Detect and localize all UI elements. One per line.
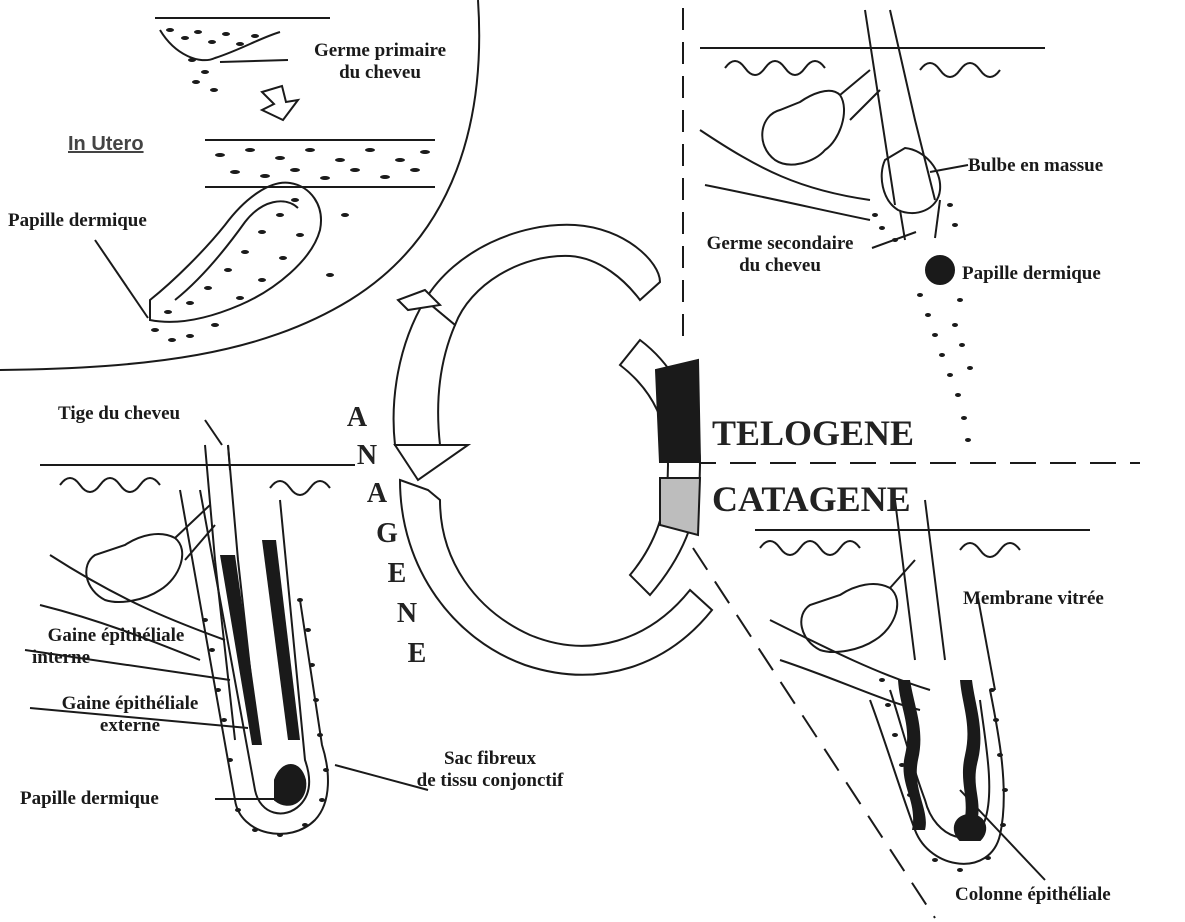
label-gaine-interne-line2: interne [0,647,232,669]
label-sac-fibreux: Sac fibreux de tissu conjonctif [370,748,610,792]
anagene-letter-5: E [382,558,412,590]
anagene-letter-4: G [372,518,402,550]
label-gaine-interne-line1: Gaine épithéliale [0,625,232,647]
label-colonne-epitheliale: Colonne épithéliale [955,884,1111,906]
label-catagene: CATAGENE [712,478,911,520]
anagene-letter-3: A [362,478,392,510]
anagene-letter-2: N [352,440,382,472]
label-papille-anagene: Papille dermique [20,788,159,810]
label-germe-secondaire: Germe secondaire du cheveu [685,233,875,277]
label-germe-secondaire-line2: du cheveu [685,255,875,277]
telogen-cells [872,203,973,442]
label-gaine-externe-line2: externe [14,715,246,737]
label-germe-primaire: Germe primaire du cheveu [285,40,475,84]
telogen-segment [656,360,700,462]
label-gaine-interne: Gaine épithéliale interne [0,625,232,669]
label-membrane-vitree: Membrane vitrée [963,588,1104,610]
label-germe-primaire-line2: du cheveu [285,62,475,84]
label-gaine-externe-line1: Gaine épithéliale [14,693,246,715]
label-in-utero: In Utero [68,133,144,155]
label-tige-du-cheveu: Tige du cheveu [58,403,180,425]
label-sac-fibreux-line2: de tissu conjonctif [370,770,610,792]
development-arrow [262,86,298,120]
anagene-letter-6: N [392,598,422,630]
anagene-letter-7: E [402,638,432,670]
label-telogene: TELOGENE [712,412,914,454]
label-germe-secondaire-line1: Germe secondaire [685,233,875,255]
anagene-letter-1: A [342,402,372,434]
label-sac-fibreux-line1: Sac fibreux [370,748,610,770]
label-bulbe-en-massue: Bulbe en massue [968,155,1103,177]
catagen-dark-bands [898,680,980,830]
catagen-segment [660,478,700,535]
label-papille-telogene: Papille dermique [962,263,1101,285]
label-gaine-externe: Gaine épithéliale externe [14,693,246,737]
label-germe-primaire-line1: Germe primaire [285,40,475,62]
label-papille-in-utero: Papille dermique [8,210,147,232]
